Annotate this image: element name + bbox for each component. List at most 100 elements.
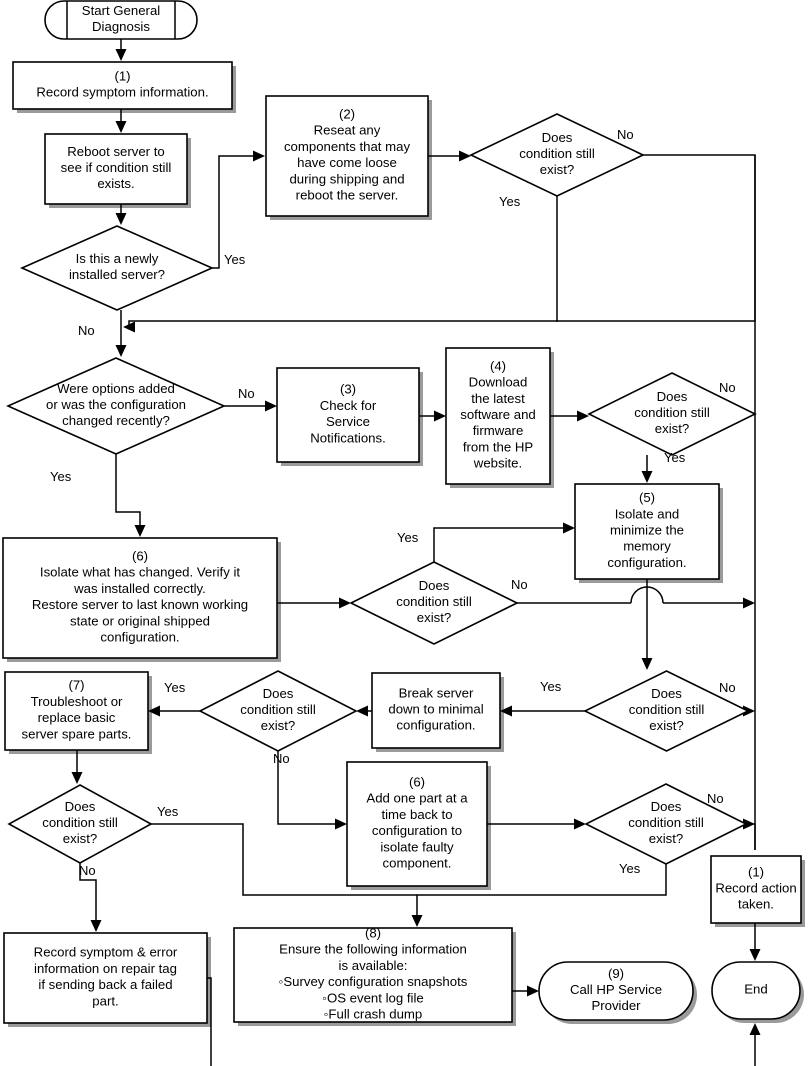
reseat-components [265,95,429,217]
node-layer [2,0,802,1024]
arrow-to-dspare [71,772,83,784]
arrow-newly-no-down [115,345,127,357]
edge-label-memory-no: No [719,680,736,695]
edge-label-breakdown-yes: Yes [164,680,186,695]
edge-label-spare-no: No [79,863,96,878]
arrow-rail-to-newly-no [123,321,135,333]
start-general-diagnosis [44,0,198,40]
edge-label-options-no: No [238,386,255,401]
arrow-bottom-into-end [749,1023,761,1035]
edge-label-addpart-yes: Yes [619,861,641,876]
edge-newly-installed-yes-to-reseat [212,155,258,269]
edge-decision2-no-rail [128,154,756,327]
arrow-to-record-symptom [115,49,127,61]
edge-dspare-yes-to-bottom [151,823,418,922]
arrow-to-newly [115,213,127,225]
does-condition-still-exist-after-isolate-changed [349,561,519,645]
edge-label-download-yes: Yes [664,450,686,465]
does-condition-still-exist-after-download [587,372,757,456]
does-condition-still-exist-after-break-down [198,670,358,752]
add-one-part-at-a-time [346,761,488,887]
edge-d6b-yes-down [417,864,667,896]
record-action-taken [710,855,802,924]
edge-label-isolate-no: No [511,577,528,592]
isolate-what-has-changed [2,537,278,659]
arrow-to-troubleshoot [148,705,160,717]
record-symptom-information [12,61,233,110]
arrow-memory-to-d5 [641,658,653,670]
edge-label-addpart-no: No [707,791,724,806]
arrow-d6a-yes-memory [563,522,575,534]
ensure-information-available [233,927,513,1023]
edge-label-breakdown-no: No [273,751,290,766]
does-condition-still-exist-after-spare-parts [7,784,153,864]
edge-label-download-no: No [719,380,736,395]
break-server-down-to-minimal-configuration [371,672,501,749]
arrow-to-reseat [253,150,265,162]
arrow-to-n9 [527,985,539,997]
record-symptom-information-text: (1)Record symptom information. [36,69,208,100]
does-condition-still-exist-after-add-part [584,783,748,865]
arrow-to-n8 [411,915,423,927]
were-options-added-or-configuration-changed [6,357,226,455]
call-hp-service-provider [538,961,694,1021]
end-terminator [711,961,801,1020]
arrow-opts-yes-isolate [134,525,146,537]
edge-label-spare-yes: Yes [157,804,179,819]
arrow-to-decision4 [577,410,589,422]
edge-repair-tag-out [207,977,212,1066]
edge-d7-no-to-addpart [277,751,341,825]
check-for-service-notifications [276,367,420,463]
edge-dspare-no-to-repair [79,863,97,927]
edge-label-reseat-no: No [617,127,634,142]
does-condition-still-exist-after-reseat [469,113,645,197]
arrow-to-d6a [339,597,351,609]
arrow-to-check [265,400,277,412]
arrow-d6a-no-rail [743,597,755,609]
edge-label-minimal-yes: Yes [540,679,562,694]
is-newly-installed-server [20,225,214,311]
arrow-to-download [434,410,446,422]
arrow-to-decision2 [459,150,471,162]
edge-label-newly-installed-no: No [78,323,95,338]
arrow-d7-no-addpart [335,818,347,830]
arrow-to-reboot [115,121,127,133]
download-latest-software-firmware [445,347,551,485]
line-hop-memory-crossing [630,586,664,604]
edge-d6b-no-to-record-action [746,823,756,850]
arrow-to-d7 [356,705,368,717]
arrow-d4-yes-to-memory [641,471,653,483]
edge-label-reseat-yes: Yes [499,194,521,209]
isolate-minimize-memory-configuration [574,483,720,580]
record-symptom-error-on-repair-tag [3,932,208,1024]
edge-options-yes-to-isolate [115,454,141,532]
arrow-d6b-no-record [743,818,755,830]
arrow-record-to-end [749,949,761,961]
arrow-to-break [500,705,512,717]
arrow-to-d6b [574,818,586,830]
